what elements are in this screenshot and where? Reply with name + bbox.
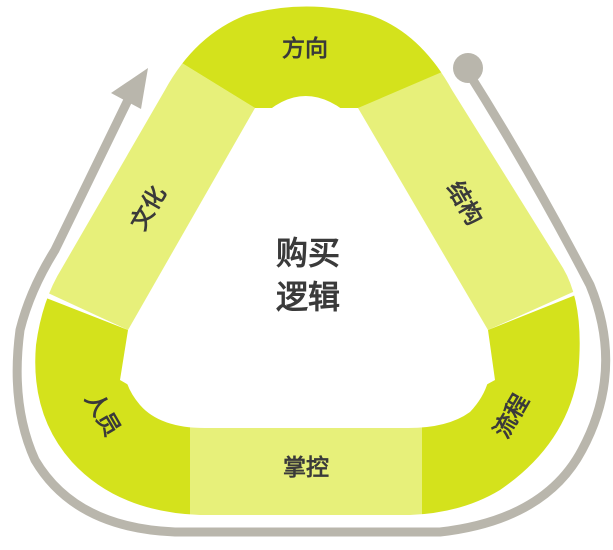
center-title-line1: 购买 [276,234,340,272]
center-title-line2: 逻辑 [276,278,340,316]
cycle-arrow-path [12,67,611,537]
segment-bottom [190,420,422,515]
center-triangle [123,96,491,428]
segment-label-bottom: 掌控 [283,454,329,481]
arrow-start-dot-icon [453,53,483,83]
segment-top [150,6,470,108]
arrow-head-icon [111,68,148,109]
segment-upper-left [35,60,255,330]
segment-upper-right [358,60,580,330]
segment-label-top: 方向 [282,35,328,62]
